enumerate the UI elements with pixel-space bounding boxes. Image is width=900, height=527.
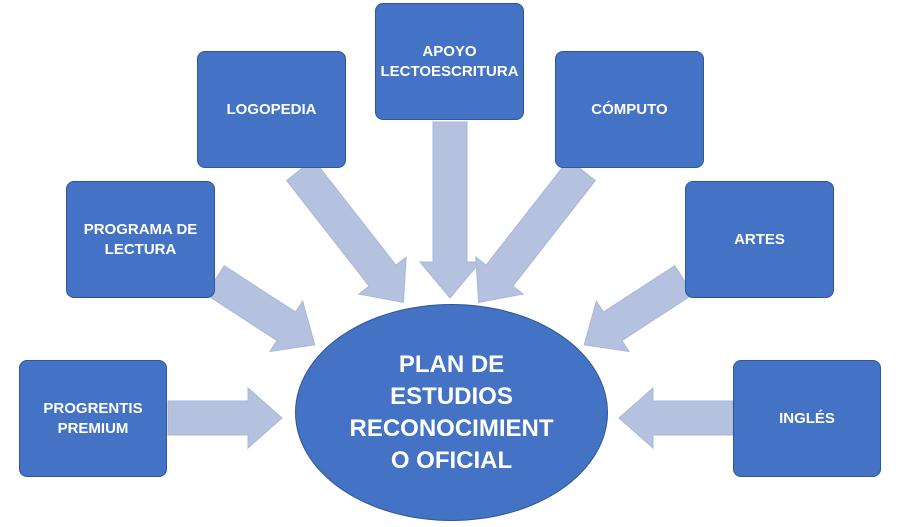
center-plan-de-estudios: PLAN DE ESTUDIOS RECONOCIMIENT O OFICIAL: [295, 304, 608, 521]
node-artes: ARTES: [685, 181, 834, 298]
arrow-artes: [583, 265, 694, 353]
arrow-progrentis: [167, 386, 283, 450]
arrow-apoyo: [418, 121, 482, 299]
node-ingles: INGLÉS: [733, 360, 881, 477]
node-logopedia: LOGOPEDIA: [197, 51, 346, 168]
arrow-ingles: [618, 386, 734, 450]
arrow-programa-lectura: [205, 265, 316, 353]
node-programa-de-lectura: PROGRAMA DE LECTURA: [66, 181, 215, 298]
node-progrentis-premium: PROGRENTIS PREMIUM: [19, 360, 167, 477]
node-computo: CÓMPUTO: [555, 51, 704, 168]
node-apoyo-lectoescritura: APOYO LECTOESCRITURA: [375, 3, 524, 120]
arrow-logopedia: [285, 158, 407, 303]
arrow-computo: [475, 158, 597, 303]
